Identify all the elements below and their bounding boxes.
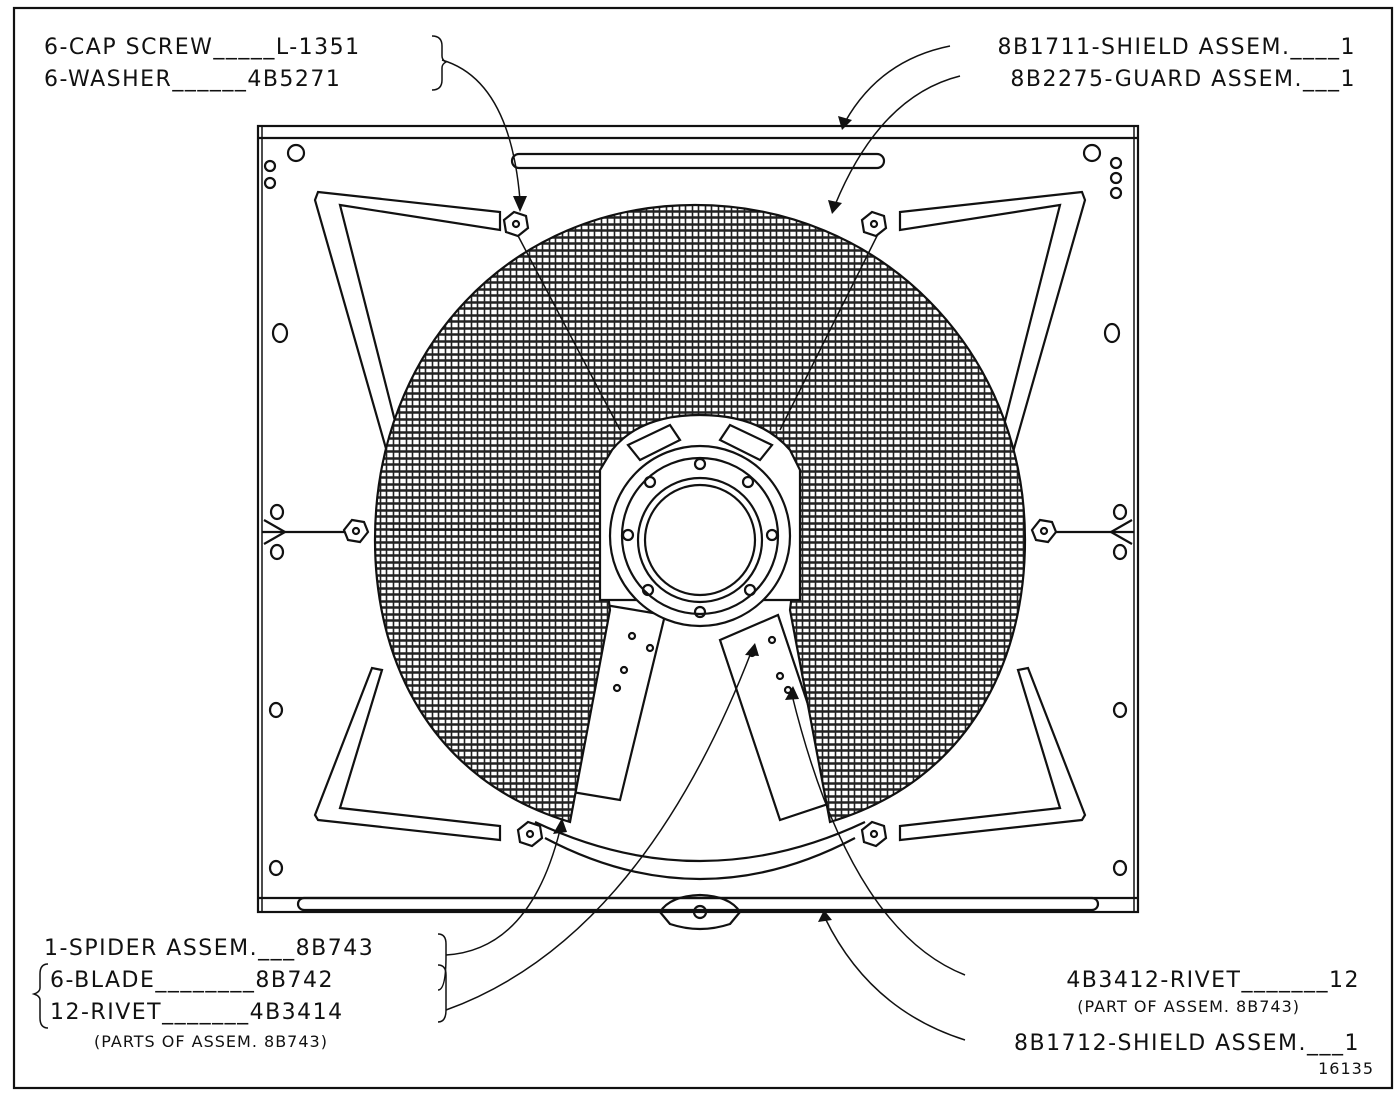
callout-shield-top: 8B1711-SHIELD ASSEM.____1 [998, 35, 1356, 60]
spider-ring [534, 821, 866, 880]
callout-part-of: (PART OF ASSEM. 8B743) [1077, 997, 1300, 1016]
cap-screws [342, 210, 1058, 848]
drawing-border [12, 6, 1394, 1090]
callout-spider: 1-SPIDER ASSEM.___8B743 [44, 936, 374, 961]
callout-shield-bottom: 8B1712-SHIELD ASSEM.___1 [1014, 1031, 1360, 1056]
leader-lines [441, 45, 966, 1041]
callout-cap-screw: 6-CAP SCREW_____L-1351 [44, 35, 361, 60]
figure-number: 16135 [1318, 1059, 1374, 1078]
callout-rivet-4b3414: 12-RIVET_______4B3414 [50, 1000, 344, 1025]
callout-parts-of: (PARTS OF ASSEM. 8B743) [94, 1032, 328, 1051]
callout-blade: 6-BLADE________8B742 [50, 968, 334, 993]
callout-guard: 8B2275-GUARD ASSEM.___1 [1010, 67, 1356, 92]
callout-washer: 6-WASHER______4B5271 [44, 67, 341, 92]
fan-hub [598, 413, 802, 628]
label-braces [31, 35, 448, 1029]
shroud-plate [256, 124, 1140, 931]
callout-rivet-4b3412: 4B3412-RIVET_______12 [1066, 968, 1360, 993]
